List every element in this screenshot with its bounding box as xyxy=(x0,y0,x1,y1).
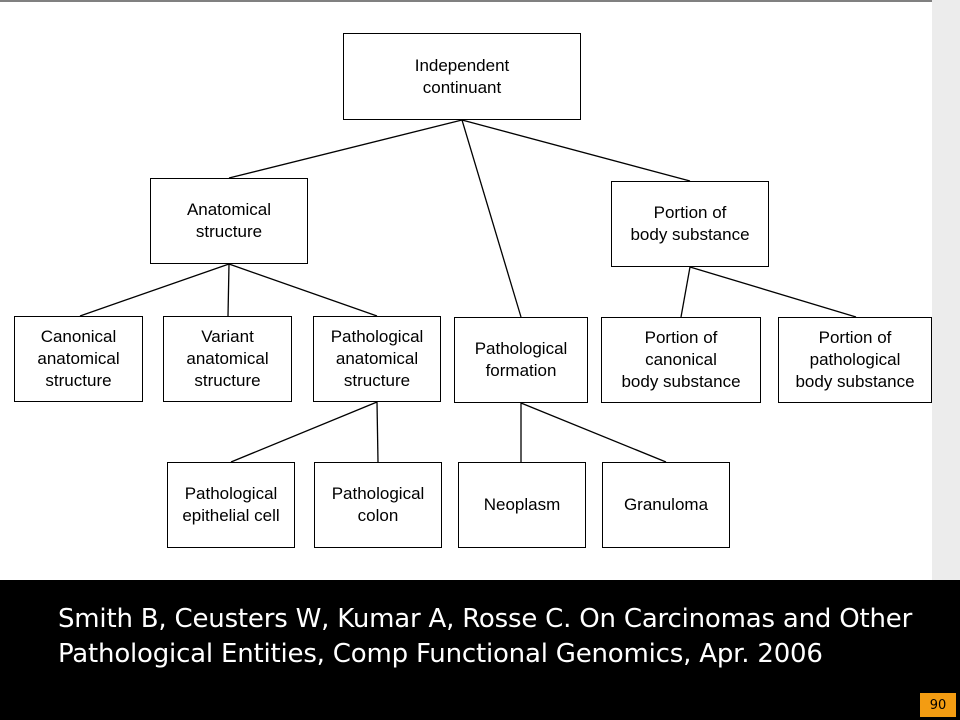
node-pathological-anatomical-structure: Pathological anatomical structure xyxy=(313,316,441,402)
edge-pathological-to-epithelial xyxy=(230,401,378,463)
node-pathological-formation: Pathological formation xyxy=(454,317,588,403)
edge-formation-to-granuloma xyxy=(520,402,667,463)
node-portion-of-pathological-body-substance: Portion of pathological body substance xyxy=(778,317,932,403)
citation-text: Smith B, Ceusters W, Kumar A, Rosse C. O… xyxy=(58,604,913,669)
right-margin-strip xyxy=(932,0,960,580)
edge-anatomical-to-canonical xyxy=(79,263,230,317)
citation-bar xyxy=(0,580,960,720)
node-anatomical-structure: Anatomical structure xyxy=(150,178,308,264)
node-pathological-epithelial-cell: Pathological epithelial cell xyxy=(167,462,295,548)
top-divider xyxy=(0,0,932,2)
edge-independent-to-body-substance xyxy=(461,119,691,182)
node-portion-of-canonical-body-substance: Portion of canonical body substance xyxy=(601,317,761,403)
node-portion-of-body-substance: Portion of body substance xyxy=(611,181,769,267)
node-neoplasm: Neoplasm xyxy=(458,462,586,548)
edge-anatomical-to-pathological xyxy=(228,263,378,317)
slide-number-badge: 90 xyxy=(920,693,956,717)
edge-anatomical-to-variant xyxy=(227,263,230,317)
diagram-edges xyxy=(79,119,857,463)
edge-pathological-to-colon xyxy=(376,401,379,463)
node-canonical-anatomical-structure: Canonical anatomical structure xyxy=(14,316,143,402)
edge-independent-to-anatomical xyxy=(228,119,463,179)
node-variant-anatomical-structure: Variant anatomical structure xyxy=(163,316,292,402)
node-pathological-colon: Pathological colon xyxy=(314,462,442,548)
ontology-diagram: Independent continuant Anatomical struct… xyxy=(14,33,932,548)
edge-independent-to-formation xyxy=(461,119,522,318)
edge-body-substance-to-pathological xyxy=(689,266,857,318)
node-granuloma: Granuloma xyxy=(602,462,730,548)
node-independent-continuant: Independent continuant xyxy=(343,33,581,120)
edge-body-substance-to-canonical xyxy=(680,266,691,318)
